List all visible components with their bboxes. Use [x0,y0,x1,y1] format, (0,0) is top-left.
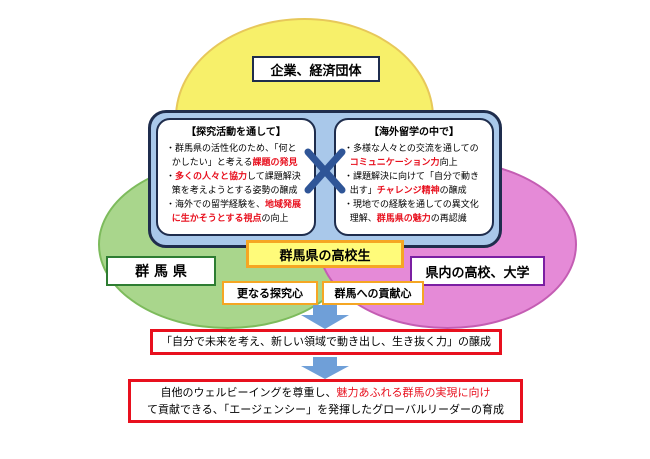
inquiry-line1: ・群馬県の活性化のため、「何と [166,144,297,154]
abroad-line2a: コミュニケーション力 [349,158,440,168]
abroad-line6: 理解、群馬県の魅力の再認識 [344,212,484,226]
inquiry-line3c: して課題解決 [247,172,301,182]
gunma-students-label: 群馬県の高校生 [246,240,404,268]
schools-label-text: 県内の高校、大学 [425,265,530,281]
abroad-line2: コミュニケーション力向上 [344,156,484,170]
inquiry-line6: に生かそうとする視点の向上 [166,212,306,226]
inquiry-mind-text: 更なる探究心 [237,287,303,300]
inquiry-line3b: 多くの人々と協力 [175,172,248,182]
abroad-line2b: 向上 [439,158,458,168]
study-abroad-panel: 【海外留学の中で】 ・多様な人々との交流を通しての コミュニケーション力向上 ・… [334,118,494,236]
study-abroad-title: 【海外留学の中で】 [369,127,459,138]
inquiry-line2b: 課題の発見 [252,158,298,168]
abroad-line1: ・多様な人々との交流を通しての [344,144,479,154]
abroad-line4: 出す」チャレンジ精神の醸成 [344,184,484,198]
abroad-line4b: チャレンジ精神 [376,186,440,196]
inquiry-line2a: かしたい」と考える [171,158,253,168]
inquiry-line3a: ・ [166,172,176,182]
inquiry-line5: ・海外での留学経験を、地域発展 [166,198,306,212]
down-arrow-icon-2 [301,357,349,379]
down-arrow-icon [301,305,349,329]
cross-icon [304,148,346,194]
inquiry-line3: ・多くの人々と協力して課題解決 [166,170,306,184]
abroad-line6c: の再認識 [430,214,467,224]
abroad-line6a: 理解、 [349,214,377,224]
contribution-label: 群馬への貢献心 [322,281,424,305]
outcome-2-line2: て貢献できる、「エージェンシー」を発揮したグローバルリーダーの育成 [147,403,504,416]
outcome-2-line1a: 自他のウェルビーイングを尊重し、 [160,386,337,399]
inquiry-line4: 策を考えようとする姿勢の醸成 [166,184,306,198]
abroad-line6b: 群馬県の魅力 [376,214,431,224]
outcome-box-1: 「自分で未来を考え、新しい領域で動き出し、生き抜く力」の醸成 [150,329,502,355]
abroad-line4c: の醸成 [439,186,467,196]
inquiry-line5b: 地域発展 [265,200,302,210]
business-label: 企業、経済団体 [252,56,380,82]
outcome-box-2: 自他のウェルビーイングを尊重し、魅力あふれる群馬の実現に向け て貢献できる、「エ… [128,379,523,423]
business-label-text: 企業、経済団体 [270,63,362,79]
abroad-line3: ・課題解決に向けて「自分で動き [344,172,480,182]
inquiry-line4-text: 策を考えようとする姿勢の醸成 [171,186,298,196]
gunma-label-text: 群 馬 県 [135,264,187,280]
inquiry-title: 【探究活動を通して】 [186,127,286,138]
schools-label: 県内の高校、大学 [410,256,545,286]
inquiry-mind-label: 更なる探究心 [222,281,318,305]
contribution-text: 群馬への貢献心 [334,287,412,300]
inquiry-line2: かしたい」と考える課題の発見 [166,156,306,170]
outcome-2-line1b: 魅力あふれる群馬の実現に向け [336,386,491,399]
inquiry-line5a: ・海外での留学経験を、 [166,200,266,210]
abroad-line5: ・現地での経験を通しての異文化 [344,200,479,210]
abroad-line4a: 出す」 [349,186,377,196]
outcome-1-text: 「自分で未来を考え、新しい領域で動き出し、生き抜く力」の醸成 [161,335,491,348]
gunma-label: 群 馬 県 [106,256,216,286]
inquiry-panel: 【探究活動を通して】 ・群馬県の活性化のため、「何と かしたい」と考える課題の発… [156,118,316,236]
inquiry-line6b: の向上 [261,214,289,224]
gunma-students-text: 群馬県の高校生 [279,248,371,264]
inquiry-line6a: に生かそうとする視点 [171,214,262,224]
outcome-2-line1: 自他のウェルビーイングを尊重し、魅力あふれる群馬の実現に向け [131,384,520,401]
